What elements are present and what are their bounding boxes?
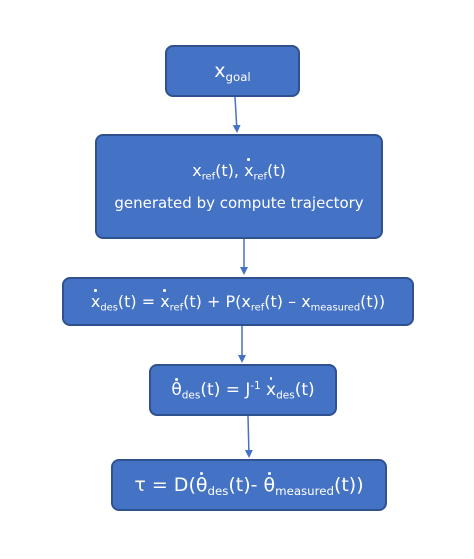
jv-inverse: -1 [250, 380, 261, 392]
dv-plus-p: + P( [201, 292, 242, 311]
dv-minus: – [283, 292, 302, 311]
dv-sub-measured: measured [310, 302, 361, 314]
dv-xdot-des: x [90, 289, 101, 311]
dv-eq: = [136, 292, 161, 311]
ref-arg-1: (t) [215, 161, 234, 180]
desired-velocity-formula: xdes(t) = xref(t) + P(xref(t) – xmeasure… [90, 289, 386, 314]
dv-sub-des: des [100, 302, 118, 314]
tq-close: (t)) [333, 474, 364, 496]
reference-formula: xref(t), xref(t) [192, 158, 286, 183]
tq-thetadot-des: θ [195, 472, 208, 496]
jv-sub-des-1: des [181, 389, 201, 402]
jv-eq-j: = J [220, 380, 251, 400]
ref-sub-1: ref [201, 171, 216, 183]
ref-sep: , [233, 161, 245, 180]
dv-x-ref: x [241, 292, 251, 311]
ref-arg-2: (t) [266, 161, 286, 180]
tq-thetadot-measured: θ [263, 472, 276, 496]
ref-sub-2: ref [253, 171, 267, 183]
dv-t-1: (t) [117, 292, 137, 311]
tq-eq: = D( [145, 474, 196, 496]
jv-t-2: (t) [294, 380, 315, 400]
tq-minus: - [250, 474, 264, 496]
jv-t-1: (t) [200, 380, 221, 400]
dv-sub-ref-1: ref [169, 302, 184, 314]
dv-t-2: (t) [183, 292, 202, 311]
goal-var: x [214, 60, 226, 82]
torque-node: τ = D(θdes(t)- θmeasured(t)) [111, 459, 387, 511]
arrow-goal-to-reference [232, 96, 241, 133]
goal-sub: goal [225, 70, 251, 85]
joint-velocity-node: θdes(t) = J-1 xdes(t) [149, 364, 337, 416]
goal-node: xgoal [165, 45, 300, 97]
reference-caption: generated by compute trajectory [114, 194, 364, 212]
arrow-joint-velocity-to-torque [244, 415, 253, 458]
reference-trajectory-node: xref(t), xref(t) generated by compute tr… [95, 134, 383, 239]
dv-close: (t)) [360, 292, 386, 311]
dv-t-3: (t) [264, 292, 284, 311]
ref-x: x [192, 161, 202, 180]
ref-xdot: x [244, 158, 254, 180]
tq-tau: τ [134, 474, 146, 496]
joint-velocity-formula: θdes(t) = J-1 xdes(t) [171, 377, 315, 402]
dv-sub-ref-2: ref [250, 302, 265, 314]
dv-x-measured: x [301, 292, 311, 311]
goal-formula: xgoal [214, 60, 251, 85]
jv-xdot: x [266, 377, 277, 400]
tq-sub-des: des [207, 484, 229, 499]
tq-sub-measured: measured [275, 484, 334, 499]
torque-formula: τ = D(θdes(t)- θmeasured(t)) [134, 472, 364, 499]
desired-velocity-node: xdes(t) = xref(t) + P(xref(t) – xmeasure… [62, 277, 414, 326]
jv-sub-des-2: des [276, 389, 295, 402]
jv-thetadot: θ [171, 378, 182, 400]
tq-t: (t) [228, 474, 251, 496]
dv-xdot-ref: x [160, 289, 170, 311]
